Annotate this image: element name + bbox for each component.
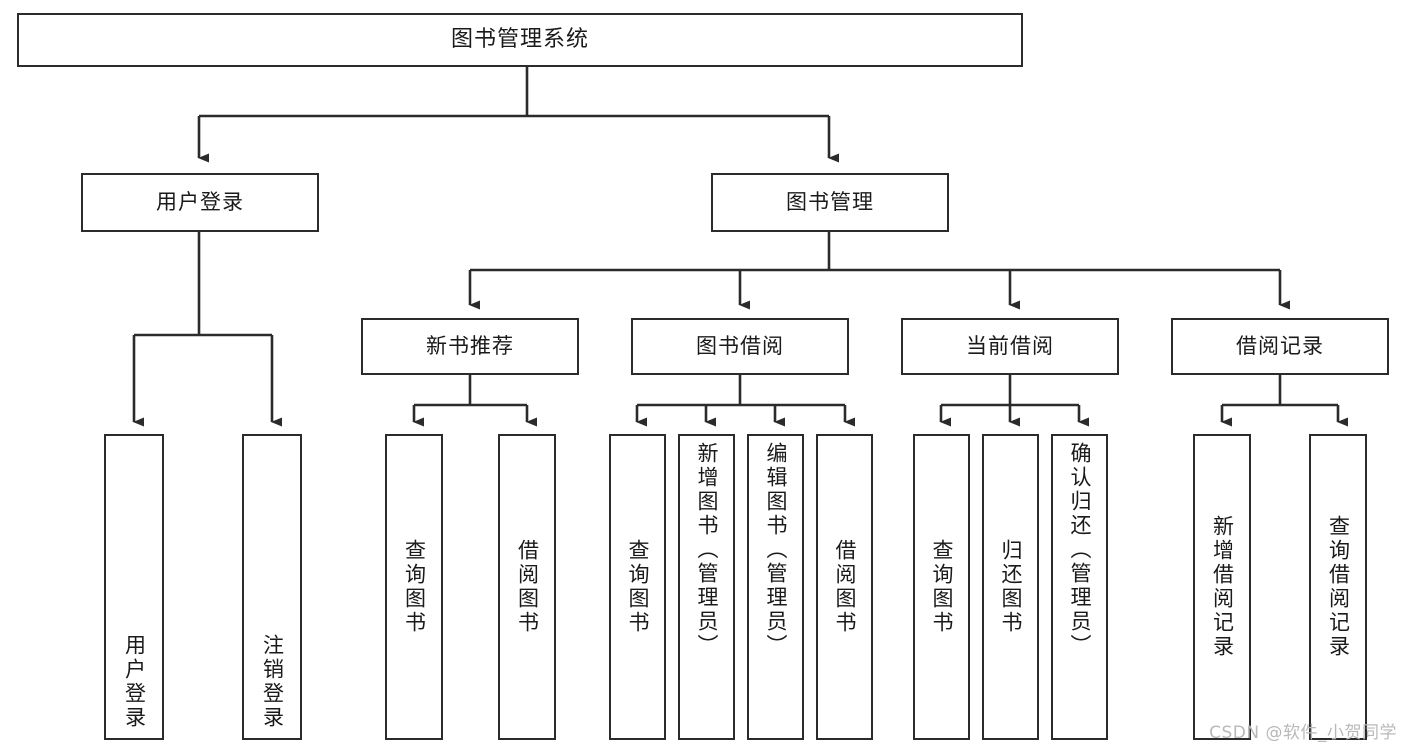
node-leaf-query-borrow-record-label: 查询借阅记录 bbox=[1326, 515, 1351, 659]
node-root[interactable]: 图书管理系统 bbox=[17, 13, 1023, 67]
node-leaf-add-book-admin-label: 新增图书（管理员） bbox=[695, 442, 719, 658]
node-leaf-borrow-book-label: 借阅图书 bbox=[833, 539, 857, 635]
node-book-borrow-label: 图书借阅 bbox=[696, 334, 784, 359]
node-book-management[interactable]: 图书管理 bbox=[711, 173, 949, 232]
node-leaf-query-book-current-label: 查询图书 bbox=[930, 539, 954, 635]
node-new-book-recommend-label: 新书推荐 bbox=[426, 334, 514, 359]
node-leaf-return-book-label: 归还图书 bbox=[999, 539, 1023, 635]
node-leaf-return-book[interactable]: 归还图书 bbox=[982, 434, 1039, 740]
node-leaf-logout[interactable]: 注销登录 bbox=[242, 434, 302, 740]
node-leaf-query-book-new-label: 查询图书 bbox=[402, 539, 427, 635]
node-leaf-add-borrow-record-label: 新增借阅记录 bbox=[1210, 515, 1235, 659]
node-leaf-query-borrow-record[interactable]: 查询借阅记录 bbox=[1309, 434, 1367, 740]
node-leaf-add-book-admin[interactable]: 新增图书（管理员） bbox=[678, 434, 735, 740]
node-leaf-add-borrow-record[interactable]: 新增借阅记录 bbox=[1193, 434, 1251, 740]
node-leaf-confirm-return-admin[interactable]: 确认归还（管理员） bbox=[1051, 434, 1108, 740]
node-leaf-query-book-borrow[interactable]: 查询图书 bbox=[609, 434, 666, 740]
node-leaf-borrow-book-new[interactable]: 借阅图书 bbox=[498, 434, 556, 740]
node-user-login-label: 用户登录 bbox=[156, 190, 244, 215]
csdn-watermark: CSDN @软件_小贺同学 bbox=[1209, 723, 1397, 743]
node-book-borrow[interactable]: 图书借阅 bbox=[631, 318, 849, 375]
node-leaf-logout-label: 注销登录 bbox=[260, 634, 285, 730]
node-root-label: 图书管理系统 bbox=[450, 27, 589, 53]
node-current-borrow[interactable]: 当前借阅 bbox=[901, 318, 1119, 375]
node-leaf-borrow-book-new-label: 借阅图书 bbox=[515, 539, 540, 635]
node-leaf-edit-book-admin[interactable]: 编辑图书（管理员） bbox=[747, 434, 804, 740]
node-borrow-records-label: 借阅记录 bbox=[1236, 334, 1324, 359]
node-current-borrow-label: 当前借阅 bbox=[966, 334, 1054, 359]
node-leaf-query-book-current[interactable]: 查询图书 bbox=[913, 434, 970, 740]
node-leaf-edit-book-admin-label: 编辑图书（管理员） bbox=[764, 442, 788, 658]
node-new-book-recommend[interactable]: 新书推荐 bbox=[361, 318, 579, 375]
node-leaf-confirm-return-admin-label: 确认归还（管理员） bbox=[1068, 442, 1092, 658]
node-leaf-query-book-borrow-label: 查询图书 bbox=[626, 539, 650, 635]
node-leaf-user-login[interactable]: 用户登录 bbox=[104, 434, 164, 740]
node-book-management-label: 图书管理 bbox=[786, 190, 874, 215]
node-user-login[interactable]: 用户登录 bbox=[81, 173, 319, 232]
node-leaf-borrow-book[interactable]: 借阅图书 bbox=[816, 434, 873, 740]
node-leaf-query-book-new[interactable]: 查询图书 bbox=[385, 434, 443, 740]
node-borrow-records[interactable]: 借阅记录 bbox=[1171, 318, 1389, 375]
node-leaf-user-login-label: 用户登录 bbox=[122, 634, 147, 730]
